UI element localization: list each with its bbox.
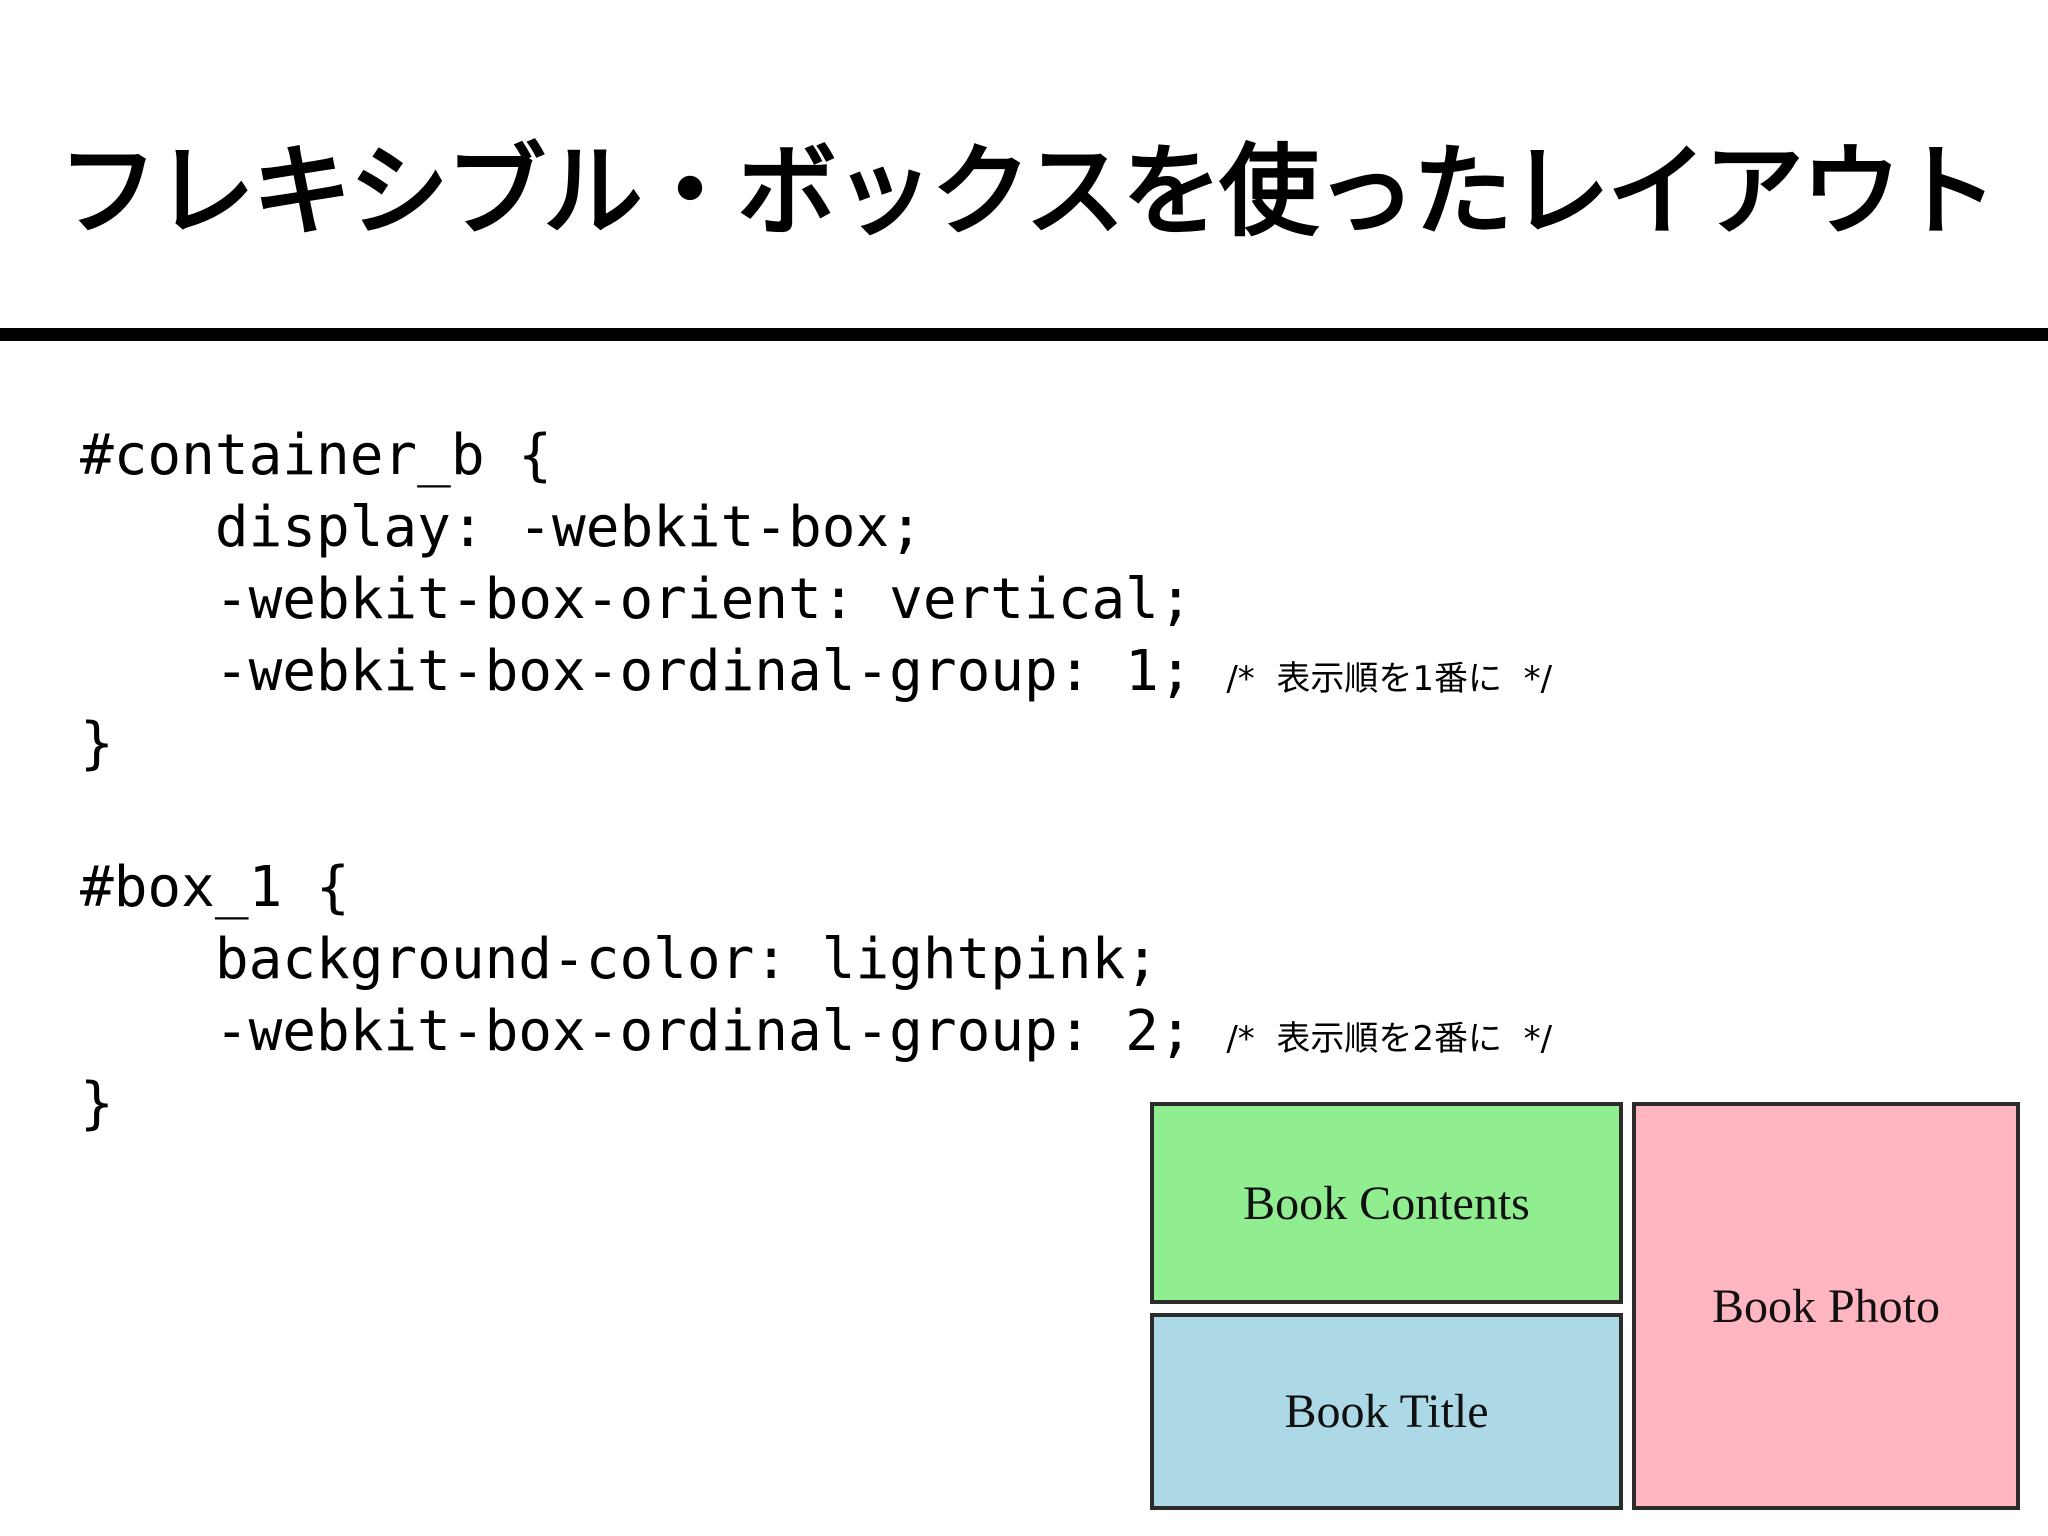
demo-box-book-contents: Book Contents — [1150, 1102, 1623, 1304]
book-title-label: Book Title — [1284, 1385, 1489, 1438]
code-line: -webkit-box-orient: vertical; — [80, 564, 1552, 636]
title-divider-rule — [0, 328, 2048, 341]
code-line: display: -webkit-box; — [80, 492, 1552, 564]
code-line: } — [80, 708, 1552, 780]
code-text: -webkit-box-orient: vertical; — [80, 567, 1193, 632]
code-comment: /* 表示順を2番に */ — [1226, 1019, 1553, 1059]
code-text: #box_1 { — [80, 855, 350, 920]
code-line: -webkit-box-ordinal-group: 1; /* 表示順を1番に… — [80, 636, 1552, 708]
code-line-blank — [80, 780, 1552, 852]
code-line: -webkit-box-ordinal-group: 2; /* 表示順を2番に… — [80, 996, 1552, 1068]
code-line: } — [80, 1068, 1552, 1140]
slide-title: フレキシブル・ボックスを使ったレイアウト — [58, 133, 1998, 250]
code-text: display: -webkit-box; — [80, 495, 923, 560]
code-line: #box_1 { — [80, 852, 1552, 924]
code-line: background-color: lightpink; — [80, 924, 1552, 996]
code-text: -webkit-box-ordinal-group: 1; — [80, 639, 1227, 704]
demo-box-book-title: Book Title — [1150, 1313, 1623, 1510]
code-text: } — [80, 711, 114, 776]
code-text: } — [80, 1071, 114, 1136]
css-code-block: #container_b { display: -webkit-box; -we… — [80, 420, 1552, 1140]
book-contents-label: Book Contents — [1243, 1176, 1530, 1230]
book-photo-label: Book Photo — [1711, 1279, 1941, 1333]
code-text: background-color: lightpink; — [80, 927, 1159, 992]
demo-box-book-photo: Book Photo — [1632, 1102, 2020, 1510]
code-text: -webkit-box-ordinal-group: 2; — [80, 999, 1227, 1064]
code-line: #container_b { — [80, 420, 1552, 492]
code-comment: /* 表示順を1番に */ — [1226, 659, 1553, 699]
code-text: #container_b { — [80, 423, 553, 488]
